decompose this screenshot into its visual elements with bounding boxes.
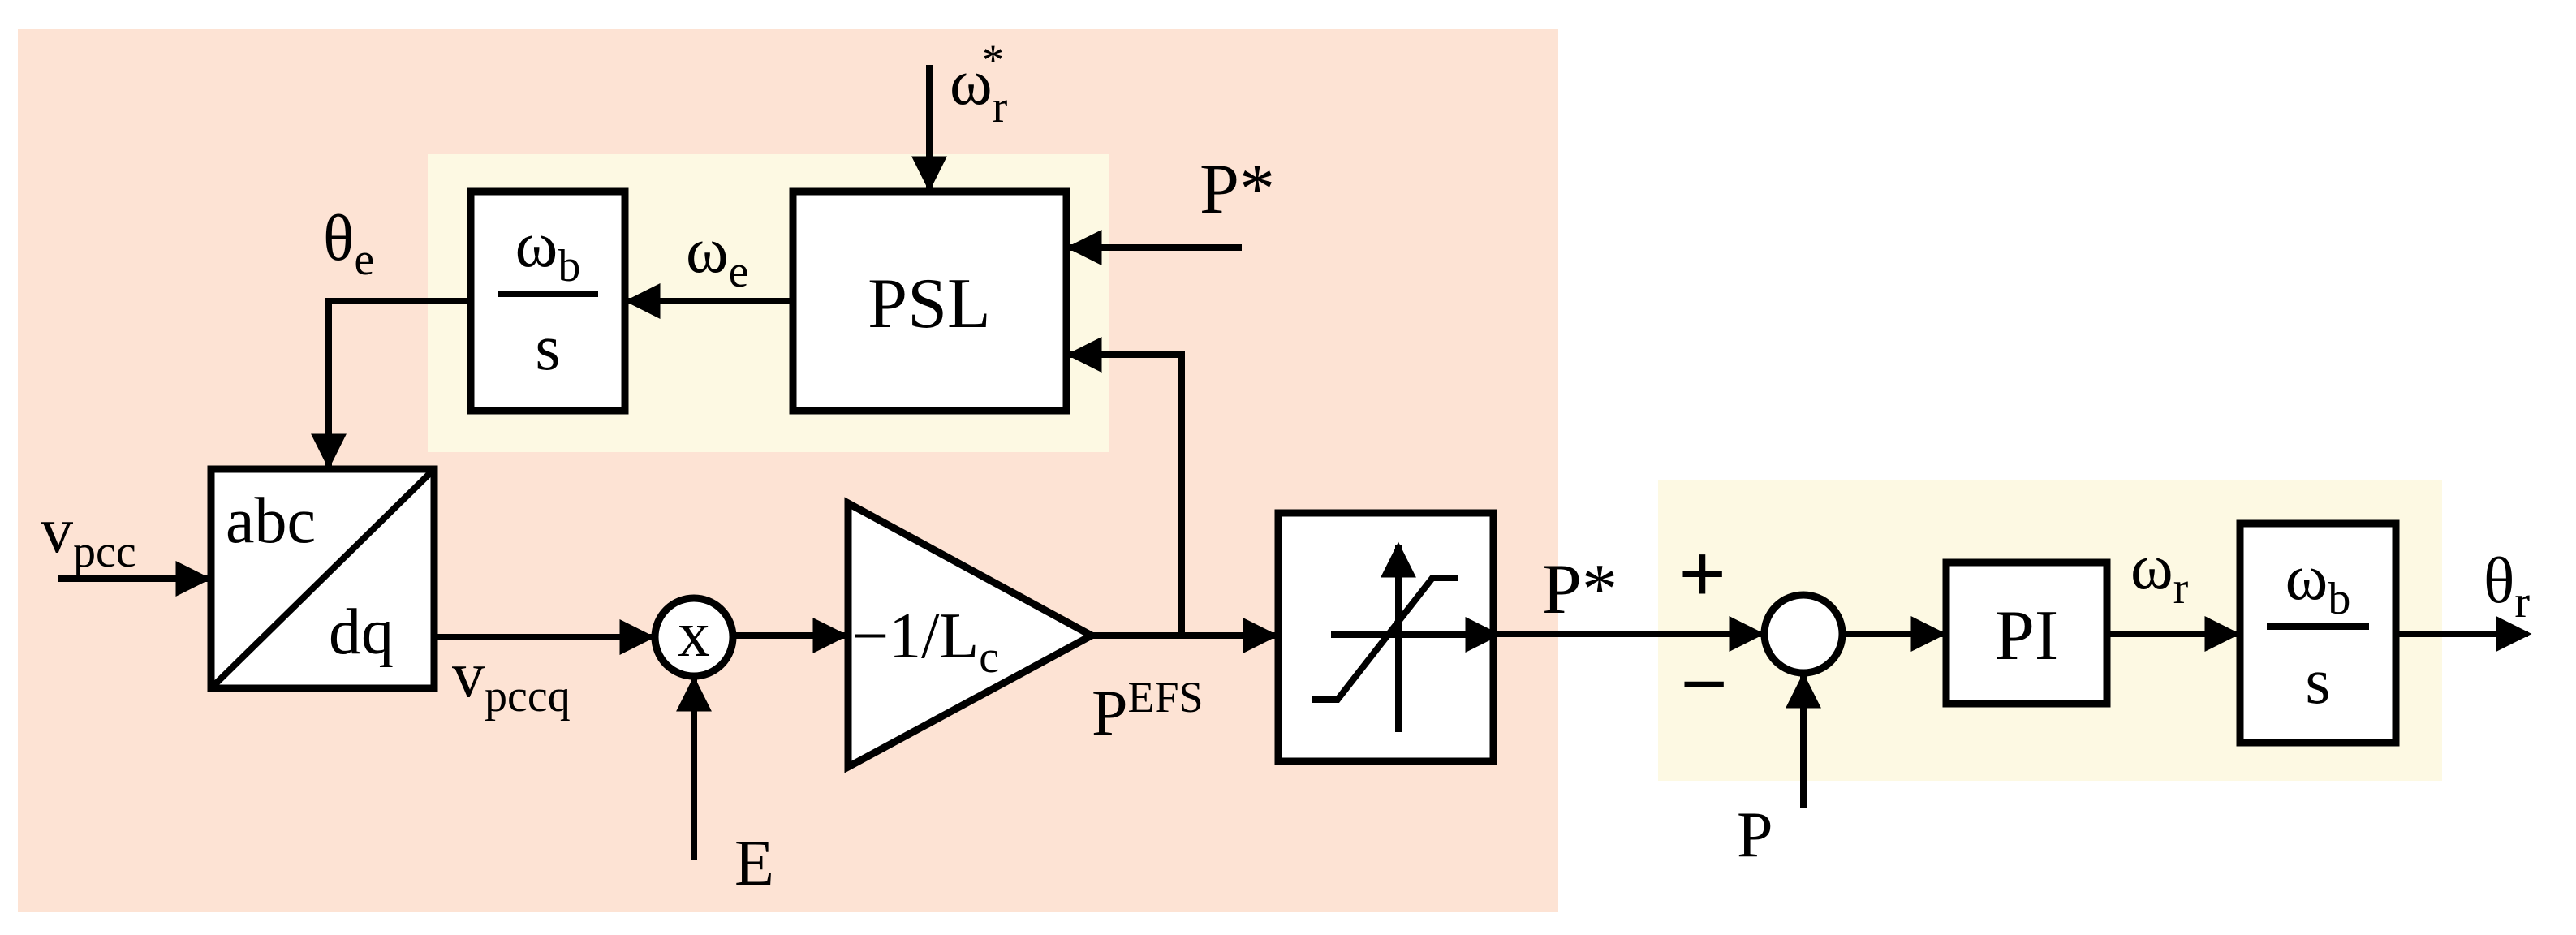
integrator-left-numerator: ωb xyxy=(515,209,581,291)
p-feedback-label: P xyxy=(1737,799,1773,871)
v-pcc-label: vpcc xyxy=(41,495,136,577)
gain-label: −1/Lc xyxy=(852,601,999,683)
integrator-left-denominator: s xyxy=(535,312,560,384)
transform-diagonal xyxy=(209,467,437,691)
p-star-input-label: P* xyxy=(1200,150,1275,229)
omega-r-label: ωr xyxy=(2130,532,2189,614)
saturation-curve xyxy=(1312,575,1458,703)
psl-label: PSL xyxy=(868,265,991,343)
abc-label: abc xyxy=(226,485,316,557)
integrator-right-denominator: s xyxy=(2305,646,2330,717)
p-efs-label: PEFS xyxy=(1092,673,1204,749)
plus-sign-label: + xyxy=(1678,528,1726,621)
p-efs-feedback-arrow xyxy=(1066,337,1185,636)
e-label: E xyxy=(734,828,774,899)
summing-junction xyxy=(1760,591,1846,677)
dq-label: dq xyxy=(329,597,394,668)
omega-r-star-label: ωr* xyxy=(950,36,1008,132)
minus-sign-label: − xyxy=(1680,638,1728,731)
integrator-block-right xyxy=(2236,519,2400,747)
theta-e-arrow xyxy=(311,298,471,470)
theta-r-label: θr xyxy=(2483,545,2530,627)
v-pccq-label: vpccq xyxy=(452,640,571,722)
theta-e-label: θe xyxy=(323,203,374,285)
omega-e-label: ωe xyxy=(686,215,749,297)
pi-label: PI xyxy=(1995,597,2058,675)
multiplier-label: x xyxy=(678,599,710,670)
integrator-right-numerator: ωb xyxy=(2285,542,2351,624)
p-star-output-label: P* xyxy=(1542,550,1618,629)
